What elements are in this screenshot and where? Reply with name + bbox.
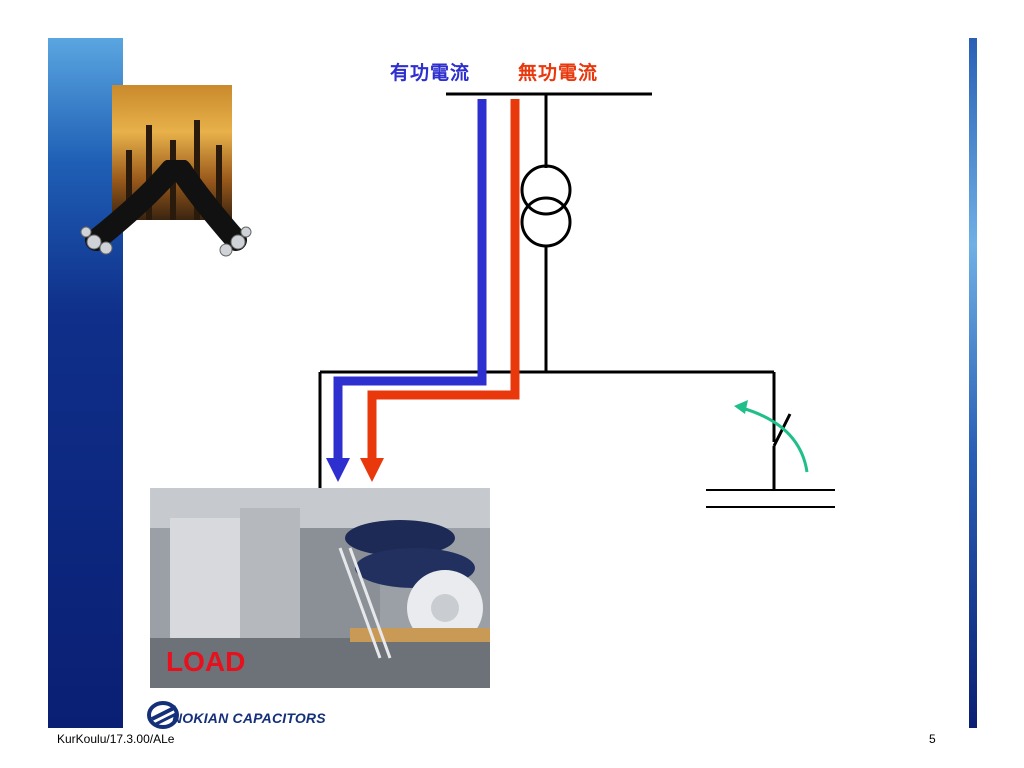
load-machine-photo: LOAD — [150, 488, 490, 688]
page-number: 5 — [929, 732, 936, 746]
transformer-winding-lower — [520, 196, 572, 248]
reactive-current-arrowhead — [360, 458, 384, 482]
power-cable-icon — [80, 160, 252, 257]
capacitor-switch — [772, 413, 792, 447]
nokian-logo-icon — [147, 701, 179, 729]
compensation-arrow — [741, 406, 809, 473]
footer-reference: KurKoulu/17.3.00/ALe — [57, 732, 175, 746]
compensation-arrowhead — [734, 400, 748, 414]
active-current-arrowhead — [326, 458, 350, 482]
left-decorative-band — [48, 38, 123, 728]
active-current-path — [333, 99, 487, 460]
right-decorative-band — [969, 38, 977, 728]
transformer-winding-upper — [520, 164, 572, 216]
load-label: LOAD — [166, 646, 246, 677]
logo-text: NOKIAN CAPACITORS — [172, 710, 326, 726]
reactive-current-legend: 無功電流 — [518, 62, 599, 84]
nokian-capacitors-logo: NOKIAN CAPACITORS — [146, 697, 366, 731]
active-current-legend: 有功電流 — [390, 62, 471, 84]
paper-machine-illustration — [150, 488, 490, 688]
reactive-current-path — [367, 99, 520, 460]
